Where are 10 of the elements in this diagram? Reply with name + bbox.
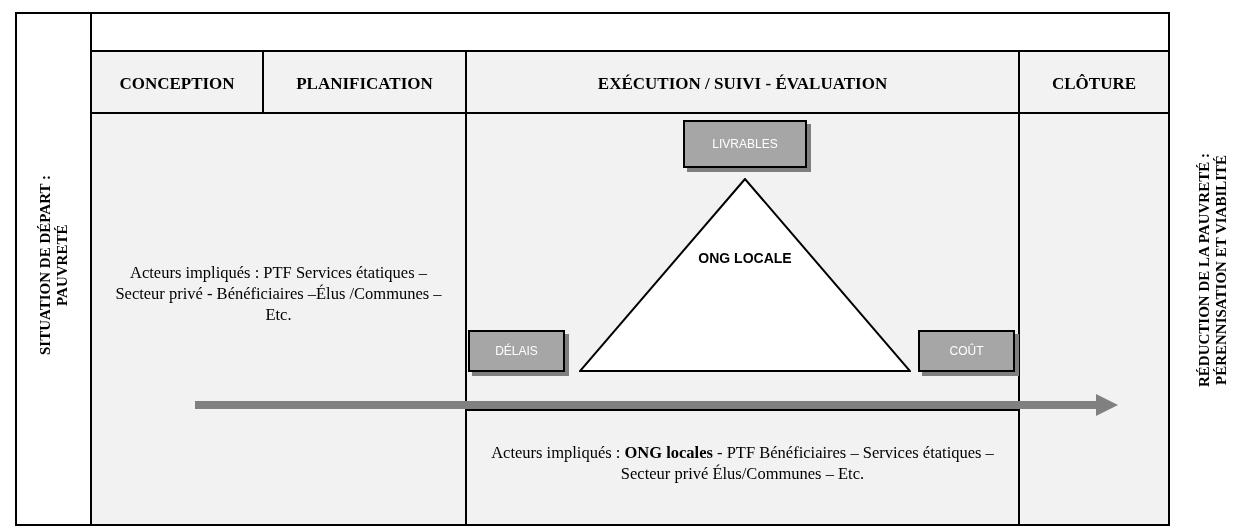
paragraph: Acteurs impliqués : ONG locales - PTF Bénéficiaires – Services étatiques – Secteur privé Élus/Communes – Etc. xyxy=(490,442,995,484)
triangle xyxy=(579,178,911,372)
column-header: CLÔTURE xyxy=(1051,74,1137,94)
node-label: ONG LOCALE xyxy=(697,250,793,266)
column-header: PLANIFICATION xyxy=(296,74,433,94)
paragraph: Acteurs impliqués : PTF Services étatiques – Secteur privé - Bénéficiaires –Élus /Communes – Etc. xyxy=(114,261,443,325)
side-heading: RÉDUCTION DE LA PAUVRETÉ : PÉRENNISATION ET VIABILITÉ xyxy=(1196,152,1230,389)
column-header: CONCEPTION xyxy=(119,74,235,94)
side-heading: SITUATION DE DÉPART : PAUVRETÉ xyxy=(37,174,71,357)
column-header: EXÉCUTION / SUIVI - ÉVALUATION xyxy=(597,74,888,94)
